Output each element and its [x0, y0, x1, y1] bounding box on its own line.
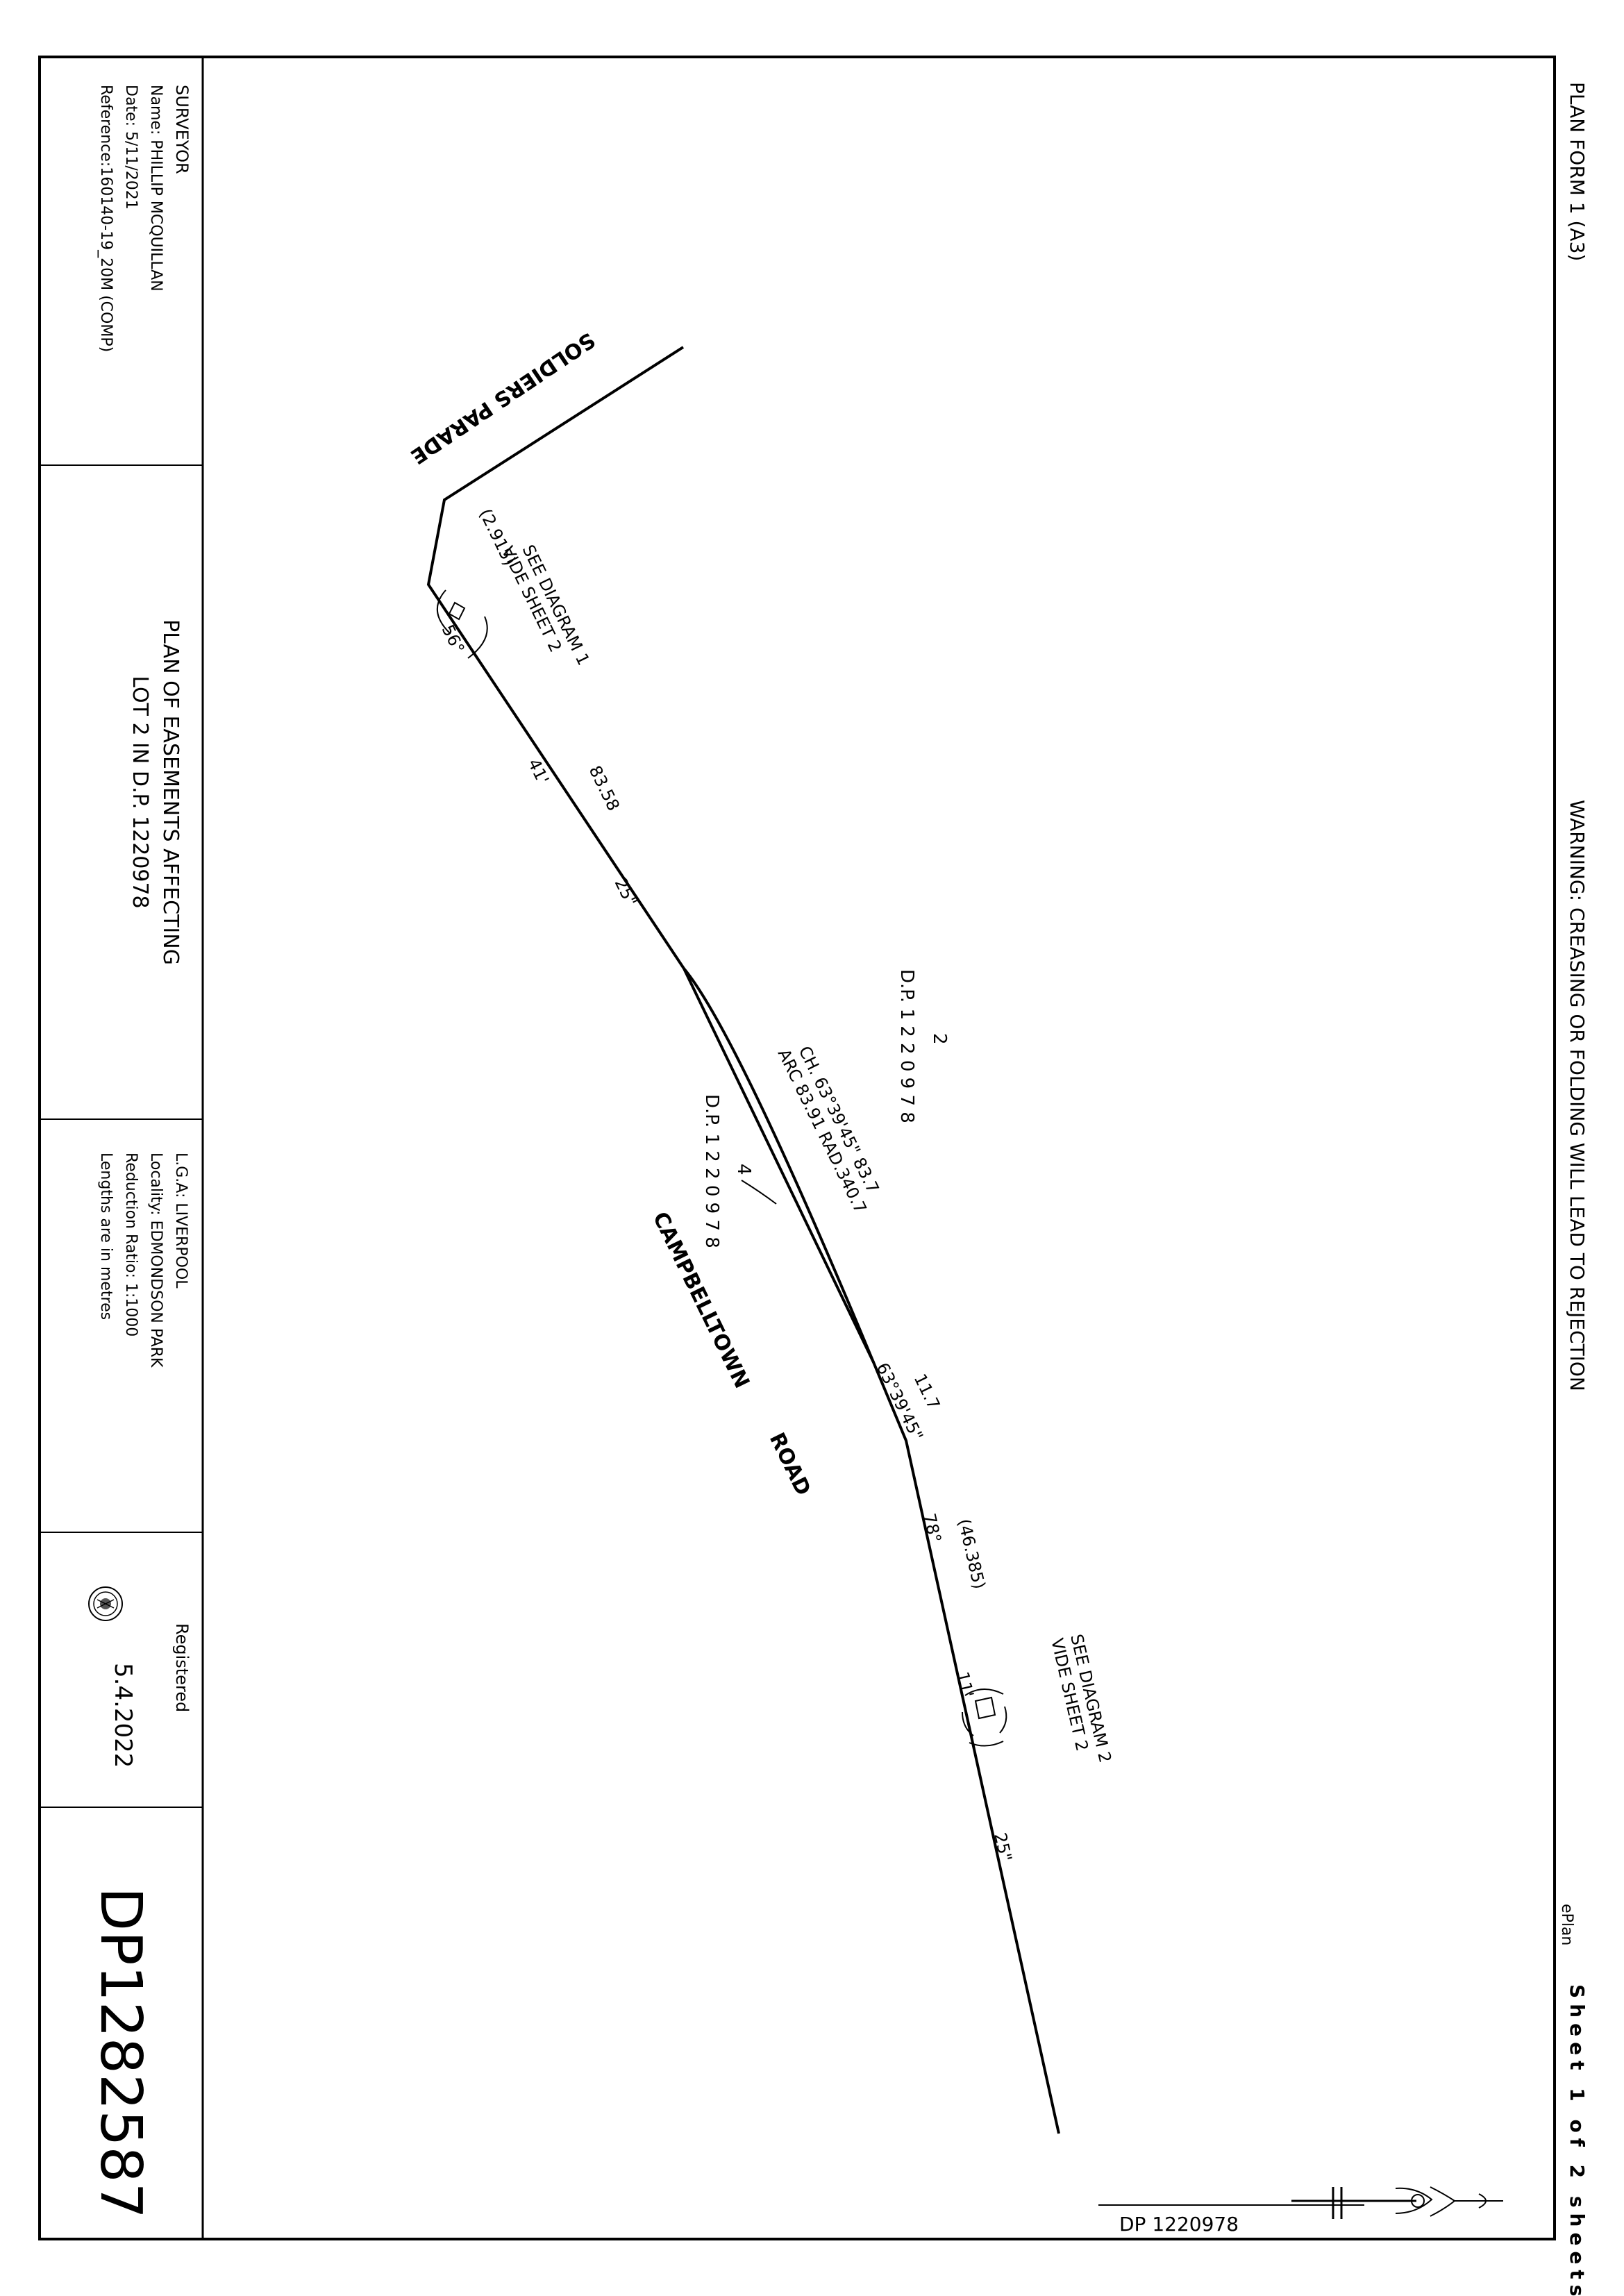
sheet-border	[38, 56, 1556, 2240]
registrar-seal	[88, 1586, 123, 1621]
north-point-arrow-icon	[1098, 2186, 1503, 2219]
registered-label: Registered	[172, 1623, 192, 1712]
sheet-number-label: Sheet 1 of 2 sheets	[1566, 1984, 1589, 2296]
lot-2-number: 2	[929, 1033, 950, 1045]
survey-reference: Reference:160140-19_20M (COMP)	[97, 85, 115, 352]
length-units-label: Lengths are in metres	[97, 1153, 115, 1320]
eplan-label: ePlan	[1558, 1904, 1575, 1945]
bearing-25-sec-a: 25"	[611, 875, 641, 910]
bearing-63-39-45: 63°39'45"	[873, 1359, 927, 1443]
bearing-78-deg: 78°	[919, 1511, 945, 1545]
bearing-11-min: 11'	[953, 1670, 978, 1699]
dimension-46-385: (46.385)	[954, 1517, 989, 1591]
plan-title-panel: PLAN OF EASEMENTS AFFECTING LOT 2 IN D.P…	[128, 619, 183, 965]
registration-date: 5.4.2022	[109, 1663, 137, 1768]
locality-label: Locality: EDMONDSON PARK	[147, 1153, 165, 1368]
length-83-58: 83.58	[585, 762, 623, 814]
bearing-41-min: 41'	[524, 755, 553, 787]
plan-title-line-2: LOT 2 IN D.P. 1220978	[128, 676, 152, 908]
plan-form-label: PLAN FORM 1 (A3)	[1566, 82, 1589, 261]
north-point-dp-label: DP 1220978	[1119, 2213, 1239, 2236]
locality-panel: L.G.A: LIVERPOOL Locality: EDMONDSON PAR…	[97, 1153, 190, 1368]
boundary-line	[426, 346, 1060, 2134]
road-label-campbelltown: CAMPBELLTOWN	[648, 1208, 754, 1392]
surveyor-name: Name: PHILLIP MCQUILLAN	[147, 85, 165, 292]
bearing-56-deg: 56°	[438, 621, 469, 657]
lot-4-dp: D.P. 1 2 2 0 9 7 8	[701, 1094, 722, 1248]
plan-title-line-1: PLAN OF EASEMENTS AFFECTING	[158, 619, 183, 965]
surveyor-panel: SURVEYOR Name: PHILLIP MCQUILLAN Date: 5…	[97, 85, 192, 352]
road-label-soldiers-parade: SOLDIERS PARADE	[406, 327, 599, 469]
diagram-2-marker	[962, 1689, 1007, 1747]
registration-panel: Registered 5.4.2022	[88, 1586, 192, 1768]
dimension-2-915: (2.915)	[476, 505, 519, 569]
chord-line	[683, 968, 874, 1363]
survey-date: Date: 5/11/2021	[122, 85, 140, 210]
dp-number: DP1282587	[87, 1887, 153, 2219]
lot-4-leader	[741, 1180, 777, 1205]
length-11-7: 11.7	[910, 1371, 944, 1412]
warning-label: WARNING: CREASING OR FOLDING WILL LEAD T…	[1566, 800, 1589, 1391]
lot-4-number: 4	[733, 1164, 754, 1175]
lga-label: L.G.A: LIVERPOOL	[172, 1153, 190, 1289]
road-label-road: ROAD	[764, 1429, 816, 1500]
reduction-ratio-label: Reduction Ratio: 1:1000	[122, 1153, 140, 1336]
diagram-1-marker	[436, 589, 488, 659]
bearing-25-sec-b: 25"	[990, 1831, 1016, 1863]
lot-2-dp: D.P. 1 2 2 0 9 7 8	[896, 969, 917, 1123]
surveyor-heading: SURVEYOR	[172, 85, 192, 174]
curved-boundary-arc	[683, 967, 875, 1363]
